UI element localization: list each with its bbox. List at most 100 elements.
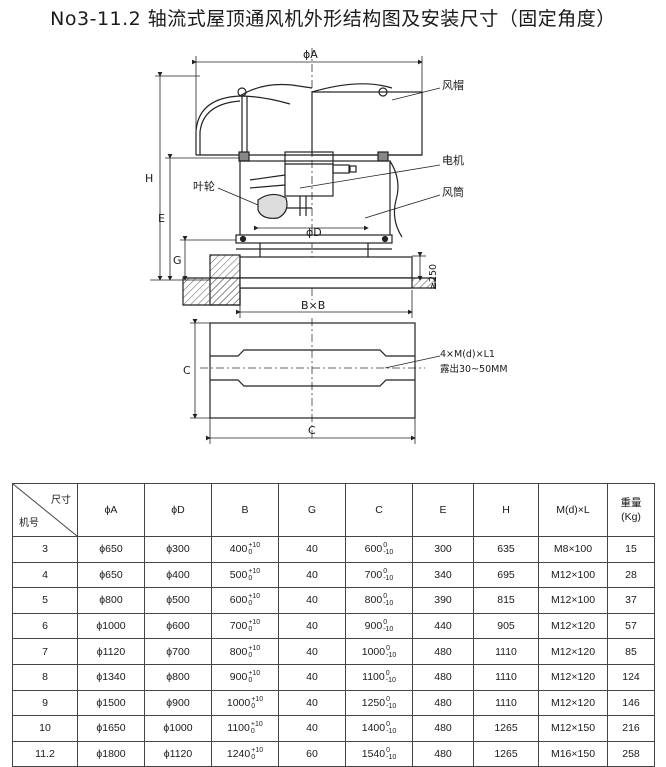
cell-C-tol-lower: -10 (383, 626, 394, 634)
cell-G: 40 (278, 689, 346, 717)
cell-machine-no: 11.2 (12, 740, 78, 767)
cell-E: 340 (412, 561, 474, 589)
cell-phiA: ϕ650 (77, 561, 145, 589)
cell-B-value: 600 (229, 594, 248, 607)
cell-C-tolerance: 0-10 (383, 593, 393, 607)
cell-C-value: 700 (364, 568, 383, 581)
cell-B-tol-lower: 0 (250, 728, 255, 736)
cell-C-value: 1250 (361, 696, 386, 709)
fan-outline-drawing: ϕA H E G ϕD ≥250 B×B C C 风帽 电机 风筒 叶轮 4×M… (145, 48, 508, 444)
cell-phiD: ϕ600 (144, 612, 212, 640)
cell-E: 480 (412, 715, 474, 742)
label-impeller: 叶轮 (193, 179, 215, 193)
cell-phiD: ϕ1000 (144, 715, 212, 742)
duct (235, 160, 403, 244)
cell-C-value: 1000 (361, 645, 386, 658)
cell-B-tol-lower: 0 (251, 754, 256, 762)
cell-M: M12×120 (538, 689, 608, 717)
cell-B-tol-lower: 0 (248, 549, 253, 557)
cell-E: 480 (412, 663, 474, 691)
cell-phiA: ϕ1120 (77, 638, 145, 665)
cell-B-value: 500 (229, 568, 248, 581)
header-phiA: ϕA (77, 483, 145, 537)
cell-B-tol-upper: +10 (248, 644, 261, 652)
label-hood: 风帽 (442, 79, 464, 92)
cell-C-tolerance: 0-10 (383, 542, 393, 556)
cell-weight: 28 (607, 561, 655, 589)
cell-weight: 146 (607, 689, 655, 717)
cell-G: 40 (278, 638, 346, 665)
cell-B-value: 700 (229, 619, 248, 632)
cell-M: M12×150 (538, 715, 608, 742)
cell-E: 390 (412, 587, 474, 614)
cell-C-tol-upper: 0 (386, 721, 391, 729)
cell-M: M12×120 (538, 612, 608, 640)
cell-B-tol-upper: +10 (248, 542, 261, 550)
leader-lines (217, 87, 441, 369)
cell-C-value: 1400 (361, 722, 386, 735)
header-weight-1: 重量 (620, 497, 642, 509)
cell-weight: 216 (607, 715, 655, 742)
cell-C-tol-lower: -10 (386, 651, 397, 659)
cell-B-tol-lower: 0 (248, 651, 253, 659)
cell-C-value: 1100 (362, 671, 385, 684)
corner-bottom-label: 机号 (19, 518, 39, 529)
cell-E: 480 (412, 689, 474, 717)
cell-C-tolerance: 0-10 (386, 721, 396, 735)
cell-G: 40 (278, 715, 346, 742)
cell-C-value: 1540 (361, 747, 386, 760)
plan-view (190, 319, 416, 444)
cell-B-tol-upper: +10 (248, 593, 261, 601)
motor (249, 151, 357, 216)
cell-B-tol-upper: +10 (251, 695, 264, 703)
label-motor: 电机 (442, 153, 464, 167)
cell-G: 40 (278, 587, 346, 614)
cell-phiA: ϕ1340 (77, 663, 145, 691)
cell-H: 635 (473, 536, 539, 563)
dimension-lines (150, 56, 426, 318)
cell-machine-no: 9 (12, 689, 78, 717)
cell-C-tolerance: 0-10 (383, 568, 393, 582)
cell-M: M8×100 (538, 536, 608, 563)
dim-G-label: G (173, 254, 182, 267)
cell-B-value: 400 (229, 543, 248, 556)
header-M: M(d)×L (538, 483, 608, 537)
cell-C-tol-upper: 0 (383, 593, 388, 601)
cell-H: 1110 (473, 638, 539, 665)
header-phiD: ϕD (144, 483, 212, 537)
cell-C-tol-lower: -10 (383, 600, 394, 608)
cell-C-tol-upper: 0 (383, 542, 388, 550)
cell-B-value: 1100 (227, 722, 250, 735)
cell-C-tolerance: 0-10 (383, 619, 393, 633)
cell-E: 480 (412, 740, 474, 767)
hood (195, 83, 423, 162)
cell-C-tol-upper: 0 (386, 695, 391, 703)
bolt-spec-label: 4×M(d)×L1 (440, 349, 495, 360)
cell-H: 1265 (473, 740, 539, 767)
cell-M: M12×120 (538, 638, 608, 665)
cell-machine-no: 6 (12, 612, 78, 640)
cell-H: 695 (473, 561, 539, 589)
cell-G: 40 (278, 612, 346, 640)
